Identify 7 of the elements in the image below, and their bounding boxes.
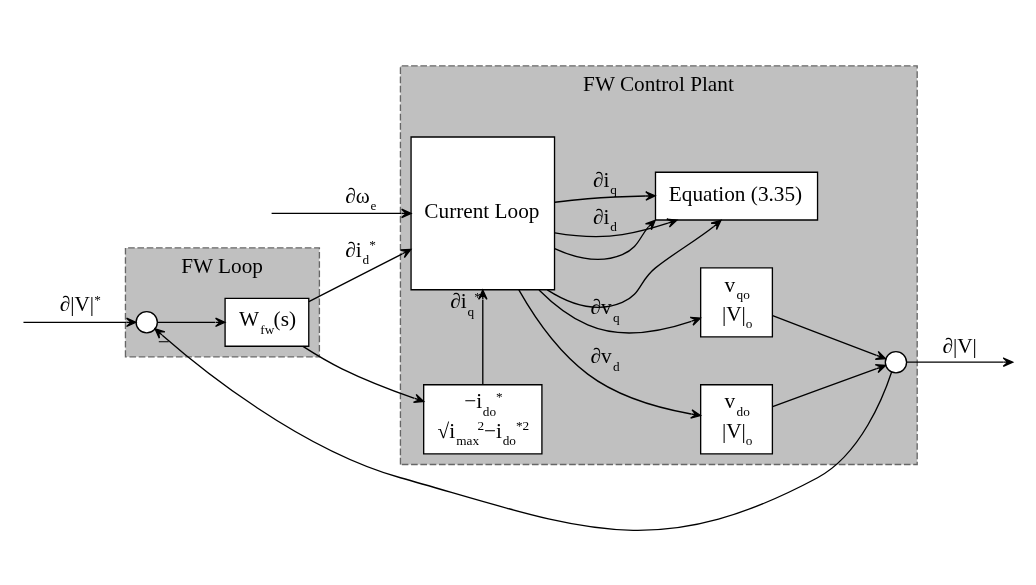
edge-label: ∂|V|$^{*}$ [59, 291, 101, 316]
edge-label: ∂i$_{q}$ [593, 167, 617, 197]
edge-label: − [157, 329, 170, 354]
edge-label: ∂v$_{d}$ [590, 343, 620, 374]
edge-label: ∂i$_{d}$ [593, 204, 617, 234]
edge-label: ∂ω$_{e}$ [345, 183, 377, 213]
edge-label: ∂|V| [942, 333, 977, 358]
